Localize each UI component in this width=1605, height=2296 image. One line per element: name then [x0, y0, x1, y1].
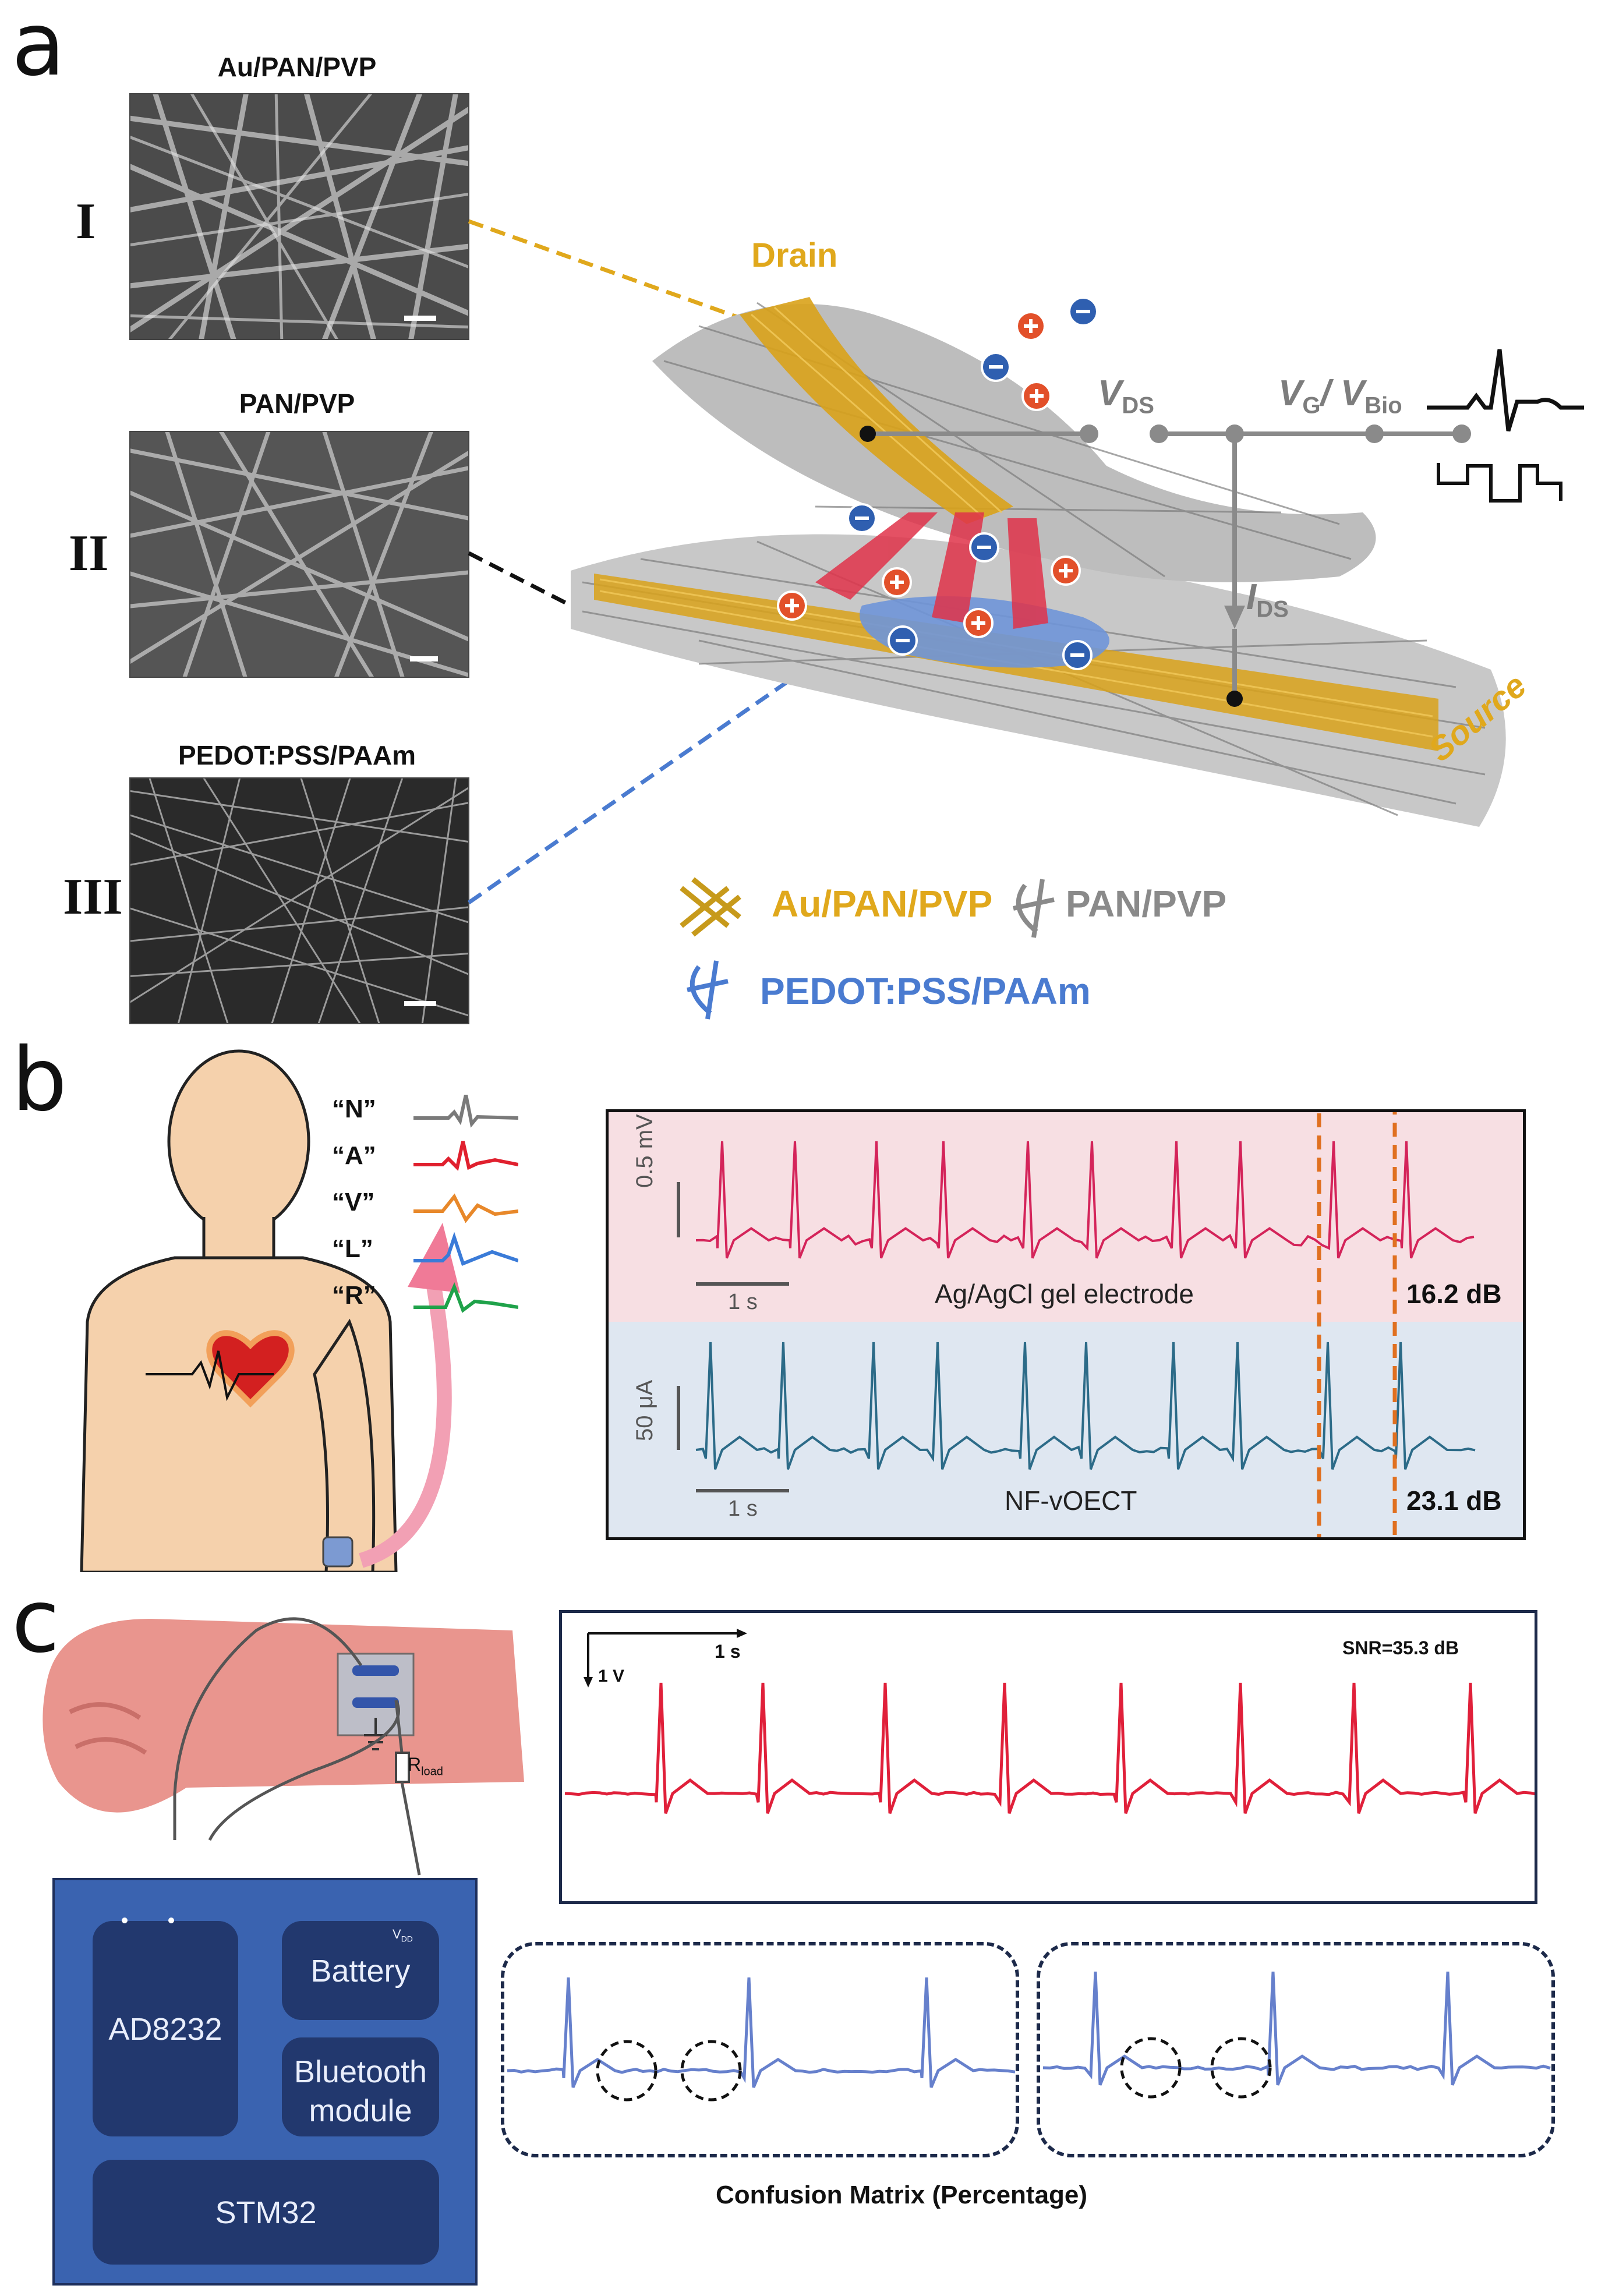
panel-label-a: a: [12, 0, 65, 95]
roman-3: III: [63, 869, 123, 925]
ad8232-label: AD8232: [108, 2012, 222, 2047]
vdd-label: VDD: [393, 1927, 413, 1944]
panel-label-b: b: [12, 1030, 68, 1131]
top-scale-label: 0.5 mV: [632, 1114, 657, 1188]
sem-title-pedot: PEDOT:PSS/PAAm: [178, 740, 416, 770]
beat-label-v: “V”: [332, 1188, 375, 1216]
drain-label: Drain: [751, 236, 838, 274]
ecg-time-label: 1 s: [715, 1641, 741, 1662]
hardware-board: AD8232 Battery VDD Bluetooth module STM3…: [52, 1878, 478, 2286]
wrist-illustration: [43, 1617, 525, 1876]
ecg-output-box: 1 s 1 V SNR=35.3 dB: [559, 1610, 1537, 1904]
beat-label-r: “R”: [332, 1281, 376, 1310]
beat-label-a: “A”: [332, 1141, 376, 1170]
bio-signal-icon: [1427, 349, 1584, 432]
panel-label-c: c: [12, 1571, 60, 1672]
gel-electrode-panel: [609, 1112, 1523, 1322]
beat-label-n: “N”: [332, 1095, 376, 1123]
connector-pan: [468, 551, 584, 614]
bottom-time-label: 1 s: [728, 1497, 758, 1521]
signal-comparison-box: 0.5 mV 1 s Ag/AgCl gel electrode 16.2 dB…: [606, 1109, 1526, 1540]
top-snr: 16.2 dB: [1406, 1279, 1502, 1309]
beat-label-l: “L”: [332, 1234, 373, 1263]
anomaly-circle-4: [1210, 2037, 1272, 2099]
stm32-block: STM32: [93, 2160, 439, 2265]
bluetooth-label-1: Bluetooth: [294, 2054, 427, 2089]
beat-trace-n: [413, 1095, 518, 1128]
roman-2: II: [69, 525, 109, 582]
legend-pedot-icon: [687, 960, 729, 1020]
ids-label: IDS: [1246, 577, 1289, 622]
sem-title-au: Au/PAN/PVP: [217, 52, 377, 82]
nf-voect-trace: [695, 1342, 1476, 1470]
stm32-label: STM32: [215, 2195, 317, 2230]
connector-au: [468, 219, 764, 328]
beat-window-right-trace: [1042, 1971, 1551, 2086]
anomaly-circle-3: [1120, 2037, 1182, 2099]
bottom-scale-label: 50 μA: [632, 1379, 657, 1441]
highlight-window: [1317, 1112, 1397, 1537]
beat-window-right: [1037, 1942, 1555, 2157]
bottom-snr: 23.1 dB: [1406, 1485, 1502, 1516]
roman-1: I: [76, 193, 96, 250]
vds-label: VDS: [1098, 373, 1154, 419]
confusion-matrix-caption: Confusion Matrix (Percentage): [715, 2181, 1088, 2209]
beat-trace-r: [413, 1282, 518, 1313]
sem-image-pedot-pss-paam: [129, 777, 469, 1024]
connector-pedot: [468, 645, 840, 904]
vg-vbio-label: VG/ VBio: [1278, 373, 1402, 419]
ecg-output-trace: [564, 1682, 1535, 1814]
gel-electrode-trace: [695, 1141, 1475, 1259]
beat-trace-l: [413, 1232, 518, 1266]
bluetooth-block: Bluetooth module: [282, 2037, 439, 2136]
ions: [777, 296, 1098, 670]
device-illustration: [468, 219, 1584, 1020]
anomaly-circle-2: [680, 2040, 742, 2102]
sem-title-pan: PAN/PVP: [239, 388, 355, 419]
bottom-device-name: NF-vOECT: [1005, 1485, 1137, 1516]
legend-pan-icon: [1013, 879, 1055, 938]
legend-au-label: Au/PAN/PVP: [772, 883, 993, 925]
battery-label: Battery: [310, 1954, 411, 1989]
beat-window-left: [501, 1942, 1019, 2157]
ecg-volt-label: 1 V: [598, 1667, 625, 1686]
beat-trace-a: [413, 1141, 518, 1171]
rload-label: Rload: [408, 1754, 443, 1778]
top-electrode-name: Ag/AgCl gel electrode: [935, 1279, 1194, 1309]
sem-image-au-pan-pvp: [129, 93, 469, 340]
anomaly-circle-1: [596, 2040, 657, 2102]
legend-au-icon: [680, 877, 741, 937]
beat-window-left-trace: [507, 1977, 1016, 2088]
ecg-snr-label: SNR=35.3 dB: [1342, 1637, 1459, 1658]
beat-type-list: “N” “A” “V” “L” “R”: [332, 1095, 518, 1339]
battery-block: Battery VDD: [282, 1921, 439, 2020]
ad8232-block: AD8232: [93, 1918, 238, 2136]
circuit-wires: [868, 431, 1468, 699]
top-time-label: 1 s: [728, 1290, 758, 1314]
sem-image-pan-pvp: [129, 431, 469, 678]
ecg-comparison-traces: [677, 1112, 1476, 1537]
bluetooth-label-2: module: [309, 2093, 412, 2128]
nf-voect-panel: [609, 1322, 1523, 1537]
legend-pan-label: PAN/PVP: [1066, 883, 1227, 925]
beat-trace-v: [413, 1193, 518, 1223]
gate-pulse-icon: [1437, 463, 1562, 503]
ecg-output-chart: [564, 1629, 1535, 1814]
body-illustration: [80, 1049, 460, 1572]
legend-pedot-label: PEDOT:PSS/PAAm: [760, 970, 1091, 1012]
